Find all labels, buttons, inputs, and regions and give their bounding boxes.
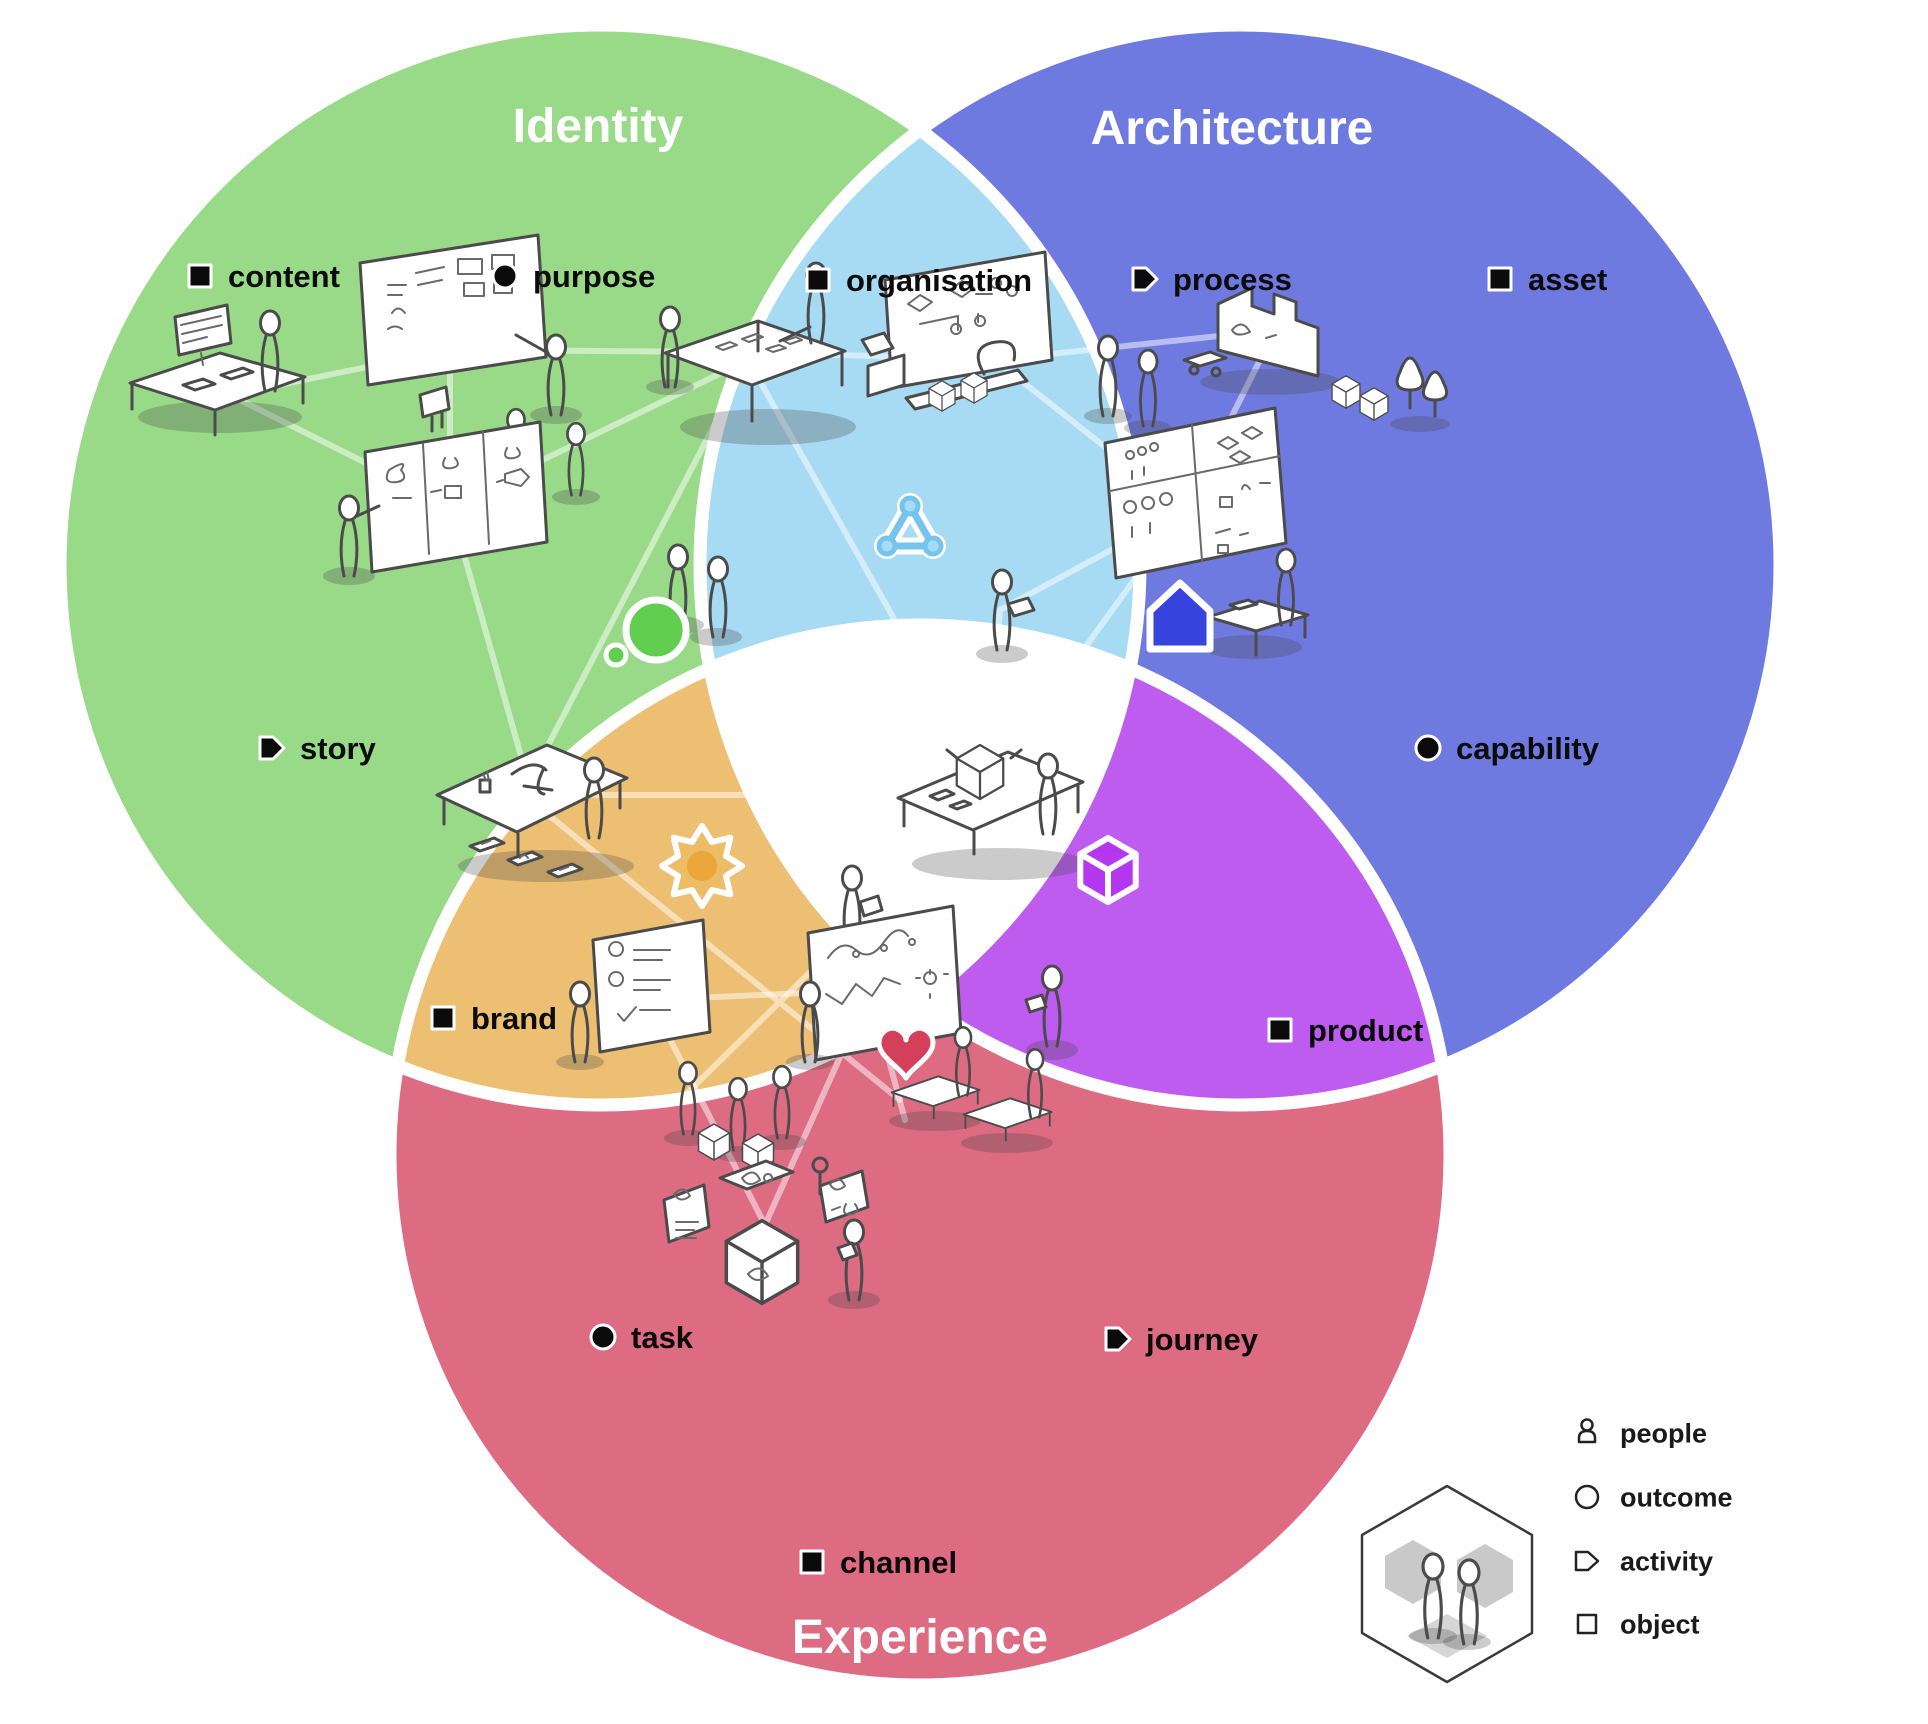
label-process-text: process (1173, 262, 1292, 297)
legend: people outcome activity object (1360, 1418, 1733, 1684)
label-purpose: purpose (491, 259, 655, 294)
label-channel: channel (799, 1545, 957, 1580)
reader-person-scene (976, 568, 1036, 663)
brand-drafting-scene (435, 743, 634, 882)
label-brand-text: brand (471, 1001, 557, 1036)
product-overlap (700, 625, 1450, 1105)
outcome-marker-icon (491, 262, 519, 290)
label-journey: journey (1104, 1322, 1259, 1357)
label-organisation-text: organisation (846, 263, 1032, 298)
outcome-bubble-icon (603, 596, 690, 668)
label-product-text: product (1308, 1013, 1423, 1048)
brand-overlap (390, 625, 1140, 1105)
label-content-text: content (228, 259, 340, 294)
asset-factory-scene (1182, 286, 1450, 432)
label-channel-text: channel (840, 1545, 957, 1580)
capability-board-scene (1103, 406, 1310, 659)
task-board-scene (556, 918, 712, 1070)
circle-outline-icon (1574, 1484, 1600, 1510)
object-marker-icon (430, 1005, 456, 1031)
region-icons (603, 493, 1214, 1081)
outcome-marker-icon (1414, 734, 1442, 762)
legend-hexagon-illustration (1360, 1484, 1534, 1684)
object-marker-icon (187, 263, 213, 289)
labels: content purpose story organisation proce… (187, 259, 1607, 1580)
legend-outcome-text: outcome (1620, 1482, 1733, 1512)
legend-item-object: object (1576, 1609, 1700, 1639)
sketch-scenes (128, 233, 1450, 1309)
activity-marker-icon (1104, 1326, 1132, 1352)
label-process: process (1131, 262, 1292, 297)
label-content: content (187, 259, 340, 294)
sun-icon (659, 823, 745, 909)
person-outline-icon (1577, 1418, 1597, 1444)
organisation-table-scene (646, 261, 856, 445)
label-task: task (589, 1320, 694, 1355)
house-pentagon-icon (1146, 579, 1214, 653)
content-desk-scene (128, 303, 307, 437)
square-outline-icon (1576, 1613, 1598, 1635)
product-table-scene (896, 743, 1088, 880)
heart-icon (876, 1025, 936, 1081)
architecture-title: Architecture (1091, 102, 1374, 155)
label-brand: brand (430, 1001, 557, 1036)
label-story: story (258, 731, 377, 766)
object-marker-icon (1267, 1017, 1293, 1043)
outcome-marker-icon (589, 1323, 617, 1351)
story-wall-scene (323, 420, 549, 585)
legend-item-outcome: outcome (1574, 1482, 1733, 1512)
label-capability-text: capability (1456, 731, 1600, 766)
identity-title: Identity (513, 100, 684, 153)
legend-people-text: people (1620, 1418, 1707, 1448)
label-product: product (1267, 1013, 1423, 1048)
activity-marker-icon (1131, 266, 1159, 292)
label-organisation: organisation (805, 263, 1032, 298)
label-capability: capability (1414, 731, 1600, 766)
label-journey-text: journey (1145, 1322, 1259, 1357)
legend-item-activity: activity (1574, 1546, 1713, 1576)
object-marker-icon (799, 1549, 825, 1575)
object-marker-icon (805, 267, 831, 293)
label-story-text: story (300, 731, 377, 766)
label-asset: asset (1487, 262, 1607, 297)
circle-titles: Identity Architecture Experience (513, 100, 1374, 1664)
legend-activity-text: activity (1620, 1546, 1713, 1576)
legend-object-text: object (1620, 1609, 1700, 1639)
activity-marker-icon (258, 735, 286, 761)
network-triangle-icon (874, 493, 946, 559)
cube-icon (1077, 835, 1139, 905)
label-asset-text: asset (1528, 262, 1607, 297)
channel-scene (662, 1156, 880, 1309)
legend-item-people: people (1577, 1418, 1707, 1448)
process-machine-scene (860, 250, 1172, 436)
journey-desks-scene (889, 1026, 1053, 1153)
object-marker-icon (1487, 266, 1513, 292)
label-task-text: task (631, 1320, 694, 1355)
pentagon-outline-icon (1574, 1550, 1600, 1572)
experience-title: Experience (792, 1611, 1048, 1664)
team-cubes-scene (664, 1060, 806, 1171)
label-purpose-text: purpose (533, 259, 655, 294)
